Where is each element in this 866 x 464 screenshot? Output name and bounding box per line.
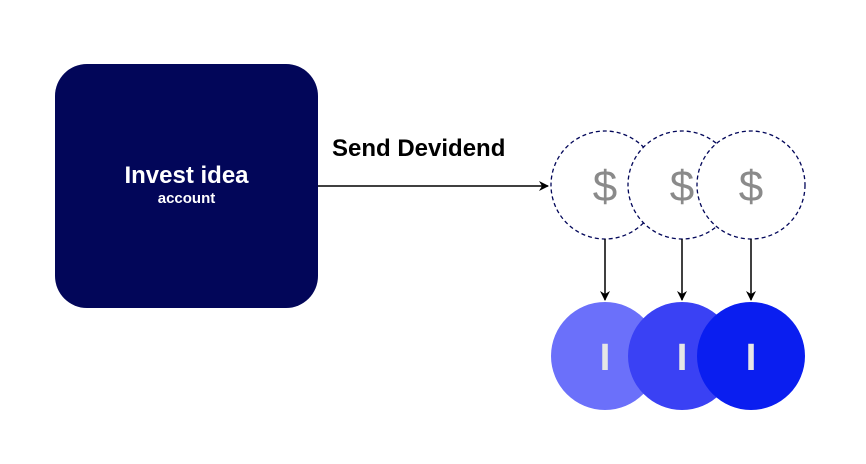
investor-circle bbox=[551, 302, 659, 410]
account-title: Invest idea bbox=[124, 162, 249, 189]
dollar-icon: $ bbox=[670, 162, 694, 211]
investor-glyph: I bbox=[677, 337, 688, 379]
invest-idea-account-node[interactable]: Invest idea account bbox=[55, 64, 318, 308]
investor-1[interactable]: I bbox=[551, 302, 659, 410]
investor-glyph: I bbox=[746, 337, 757, 379]
account-subtitle: account bbox=[157, 190, 216, 207]
dollar-icon: $ bbox=[593, 162, 617, 211]
send-dividend-label: Send Devidend bbox=[332, 135, 506, 162]
dollar-icon: $ bbox=[739, 162, 763, 211]
investor-glyph: I bbox=[600, 337, 611, 379]
investor-3[interactable]: I bbox=[697, 302, 805, 410]
investor-circle bbox=[697, 302, 805, 410]
dividend-coin-3[interactable]: $ bbox=[696, 130, 806, 240]
